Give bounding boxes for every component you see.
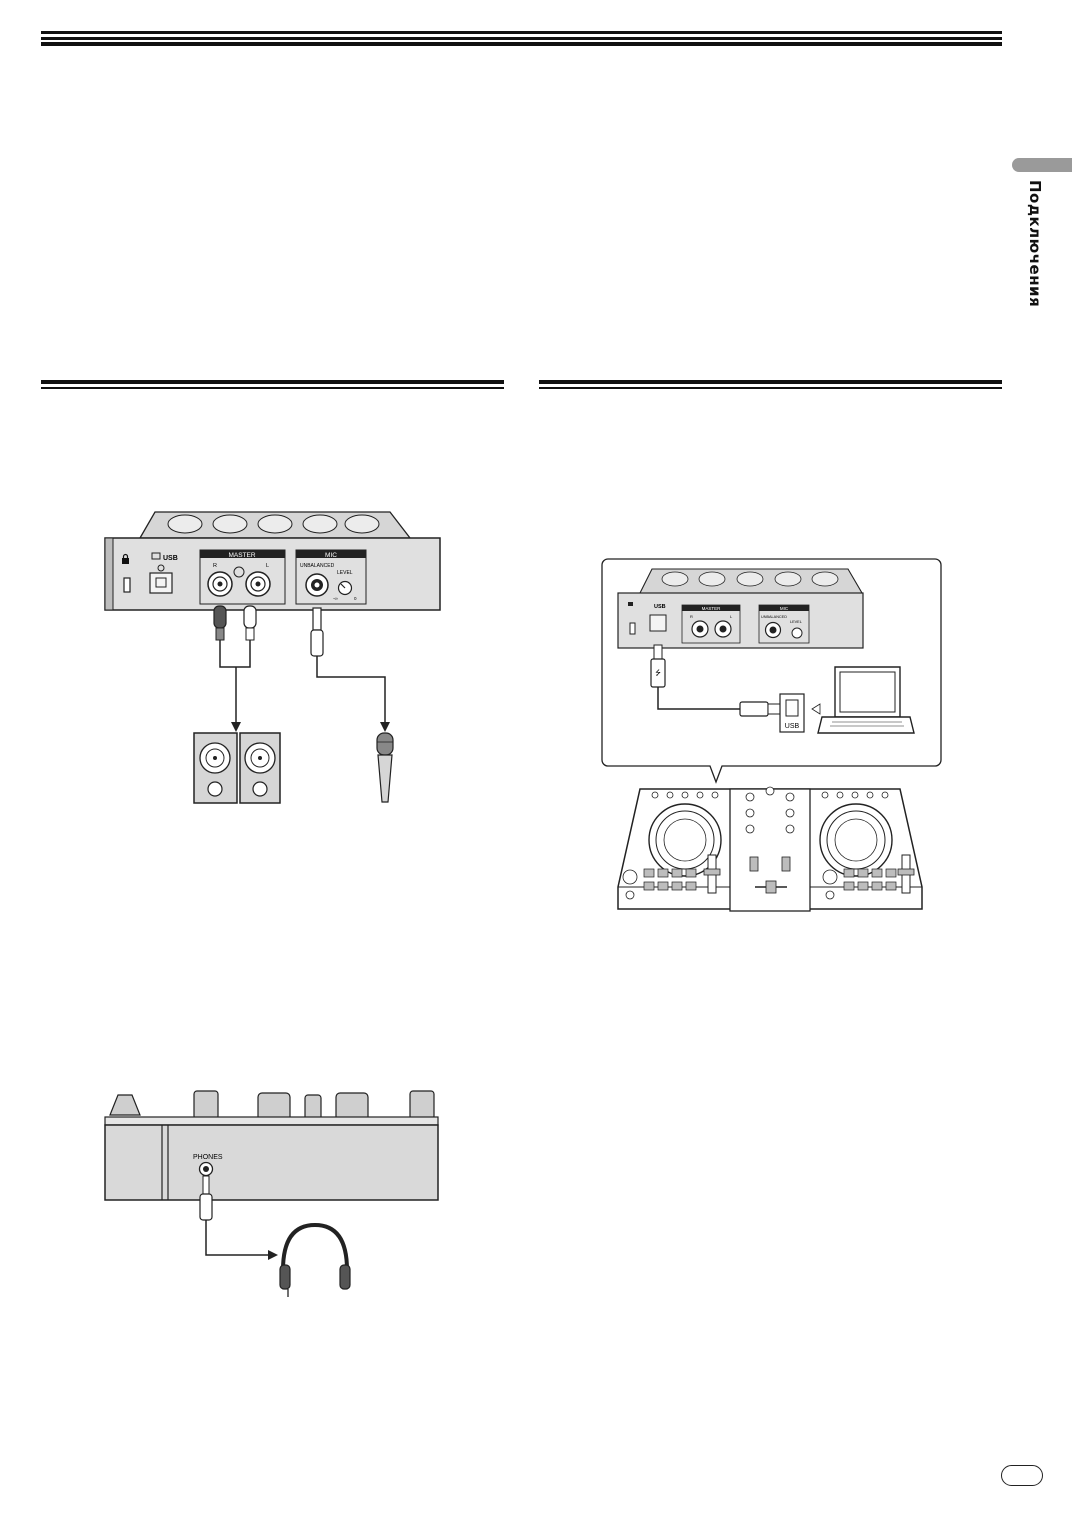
arrow-to-speakers <box>231 722 241 732</box>
page-number-badge <box>1001 1465 1043 1486</box>
header-rule <box>41 31 1002 46</box>
mini-l-label: L <box>730 614 733 619</box>
microphone-icon <box>376 732 394 803</box>
mini-r-label: R <box>690 614 693 619</box>
master-r-jack <box>207 571 233 597</box>
section-rule-left <box>41 380 504 389</box>
laptop-icon <box>817 666 915 734</box>
level-label: LEVEL <box>337 570 353 576</box>
master-l-label: L <box>266 563 269 569</box>
headphones-connection-diagram: PHONES <box>104 1090 439 1297</box>
level-min-label: -∞ <box>333 596 338 601</box>
security-slot <box>123 577 131 593</box>
master-label: MASTER <box>228 552 255 559</box>
phones-jack <box>198 1161 214 1177</box>
section-tab-marker <box>1012 158 1072 172</box>
usb-cable <box>657 687 740 710</box>
mini-master-label: MASTER <box>702 606 722 611</box>
computer-usb-port-label: USB <box>785 723 800 730</box>
speaker-left-icon <box>193 732 238 804</box>
master-l-jack <box>245 571 271 597</box>
rca-plug-r <box>213 605 227 641</box>
mic-cable <box>316 656 386 724</box>
mic-jack <box>305 573 329 597</box>
rca-cable <box>219 640 251 668</box>
mini-level-label: LEVEL <box>790 620 802 624</box>
master-header <box>200 550 285 558</box>
computer-icon <box>151 552 161 560</box>
level-max-label: 0 <box>354 596 357 601</box>
mic-plug <box>310 607 324 657</box>
mini-usb-label: USB <box>654 604 666 610</box>
front-panel <box>104 1124 439 1201</box>
unbalanced-label: UNBALANCED <box>300 563 335 569</box>
rear-panel-outputs-diagram: USB MASTER R L MIC UNBALANCED LEVEL -∞ 0 <box>104 511 441 804</box>
master-r-label: R <box>213 563 217 569</box>
speaker-right-icon <box>239 732 281 804</box>
section-tab-label: Подключения <box>1026 180 1044 308</box>
usb-symbol-icon: ⭍ <box>655 669 661 677</box>
section-rule-right <box>539 380 1002 389</box>
mini-mic-label: MIC <box>780 606 789 611</box>
kensington-lock-icon <box>122 553 129 564</box>
mic-header <box>296 550 366 558</box>
arrow-to-headphones <box>268 1250 278 1260</box>
headphones-icon <box>279 1222 351 1297</box>
rca-plug-l <box>243 605 257 641</box>
deck-top-ovals <box>167 514 380 534</box>
arrow-to-mic <box>380 722 390 732</box>
mic-label: MIC <box>325 552 337 559</box>
headphones-cable <box>205 1220 270 1256</box>
mini-unbalanced-label: UNBALANCED <box>761 615 787 619</box>
phones-plug <box>199 1175 213 1221</box>
usb-port <box>149 572 173 594</box>
phones-label: PHONES <box>193 1154 223 1161</box>
mic-level-knob <box>337 580 353 596</box>
usb-b-plug: ⭍ <box>650 644 666 688</box>
usb-a-plug <box>739 701 781 717</box>
front-panel-knobs <box>109 1090 435 1122</box>
usb-label: USB <box>163 555 178 562</box>
dj-controller-icon <box>617 786 923 912</box>
computer-connection-diagram: USB MASTER R L MIC UNBALANCED LEVEL ⭍ US… <box>601 558 942 912</box>
